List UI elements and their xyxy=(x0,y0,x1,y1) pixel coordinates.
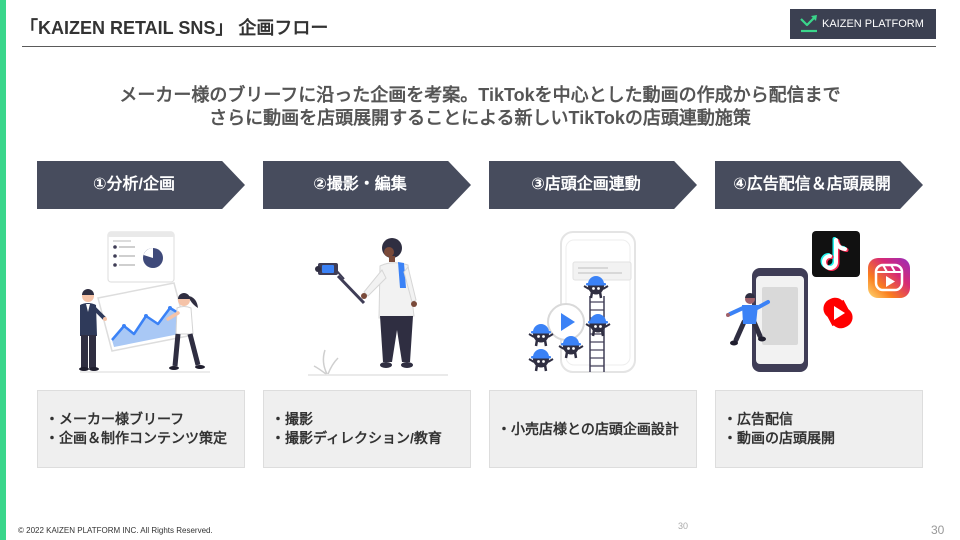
instagram-reels-icon xyxy=(868,258,910,298)
step-1-bullet: ・企画＆制作コンテンツ策定 xyxy=(45,430,227,446)
logo-wordmark: KAIZEN PLATFORM xyxy=(822,18,924,30)
gimbal-camera xyxy=(315,263,366,305)
page-number-center: 30 xyxy=(678,521,689,531)
step-2-detail-box: ・撮影 ・撮影ディレクション/教育 xyxy=(263,390,471,468)
step-1-chevron: ①分析/企画 xyxy=(37,161,245,209)
play-button-icon xyxy=(547,303,585,341)
in-store-video-campaign-icon xyxy=(527,231,636,373)
character-figure xyxy=(527,347,555,373)
tiktok-icon xyxy=(812,231,860,277)
step-4-detail-box: ・広告配信 ・動画の店頭展開 xyxy=(715,390,923,468)
step-4-bullet: ・広告配信 xyxy=(723,411,793,427)
step-4-label: ④広告配信＆店頭展開 xyxy=(733,176,891,193)
lead-text: メーカー様のブリーフに沿った企画を考案。TikTokを中心とした動画の作成から配… xyxy=(0,84,960,130)
step-3-detail-box: ・小売店様との店頭企画設計 xyxy=(489,390,697,468)
plant-decoration xyxy=(313,349,339,375)
pie-chart-icon xyxy=(143,248,163,268)
jumping-person-figure xyxy=(726,293,770,346)
step-1-bullet: ・メーカー様ブリーフ xyxy=(45,411,185,427)
step-3-label: ③店頭企画連動 xyxy=(531,176,641,193)
analysis-presentation-icon xyxy=(79,231,210,373)
step-3-bullet: ・小売店様との店頭企画設計 xyxy=(497,420,679,437)
step-2-bullet: ・撮影ディレクション/教育 xyxy=(271,430,442,446)
camera-operator-figure xyxy=(361,238,417,368)
step-1-detail-box: ・メーカー様ブリーフ ・企画＆制作コンテンツ策定 xyxy=(37,390,245,468)
copyright-notice: © 2022 KAIZEN PLATFORM INC. All Rights R… xyxy=(18,526,213,535)
step-2-chevron: ②撮影・編集 xyxy=(263,161,471,209)
kaizen-platform-logo: KAIZEN PLATFORM xyxy=(790,9,936,39)
lead-line-2: さらに動画を店頭展開することによる新しいTikTokの店頭連動施策 xyxy=(209,108,751,128)
step-3-chevron: ③店頭企画連動 xyxy=(489,161,697,209)
lead-line-1: メーカー様のブリーフに沿った企画を考案。TikTokを中心とした動画の作成から配… xyxy=(119,85,841,105)
presenter-woman-figure xyxy=(166,293,205,370)
title-divider xyxy=(22,46,936,47)
accent-bar xyxy=(0,0,6,540)
smartphone-frame xyxy=(752,268,808,372)
kaizen-growth-arrow-icon xyxy=(800,15,817,33)
social-ad-distribution-icon xyxy=(726,231,910,372)
step-4-bullet: ・動画の店頭展開 xyxy=(723,430,835,446)
gimbal-video-shooting-icon xyxy=(308,238,448,376)
step-2-label: ②撮影・編集 xyxy=(313,176,407,193)
slide-title: 「KAIZEN RETAIL SNS」 企画フロー xyxy=(20,18,329,38)
dashboard-card xyxy=(107,231,175,283)
presenter-man-figure xyxy=(79,289,107,371)
post-card xyxy=(572,261,632,281)
presentation-board xyxy=(97,282,189,352)
step-2-bullet: ・撮影 xyxy=(271,411,313,427)
step-1-label: ①分析/企画 xyxy=(93,176,175,193)
step-4-chevron: ④広告配信＆店頭展開 xyxy=(715,161,923,209)
page-number: 30 xyxy=(931,523,945,537)
youtube-shorts-icon xyxy=(823,297,853,329)
